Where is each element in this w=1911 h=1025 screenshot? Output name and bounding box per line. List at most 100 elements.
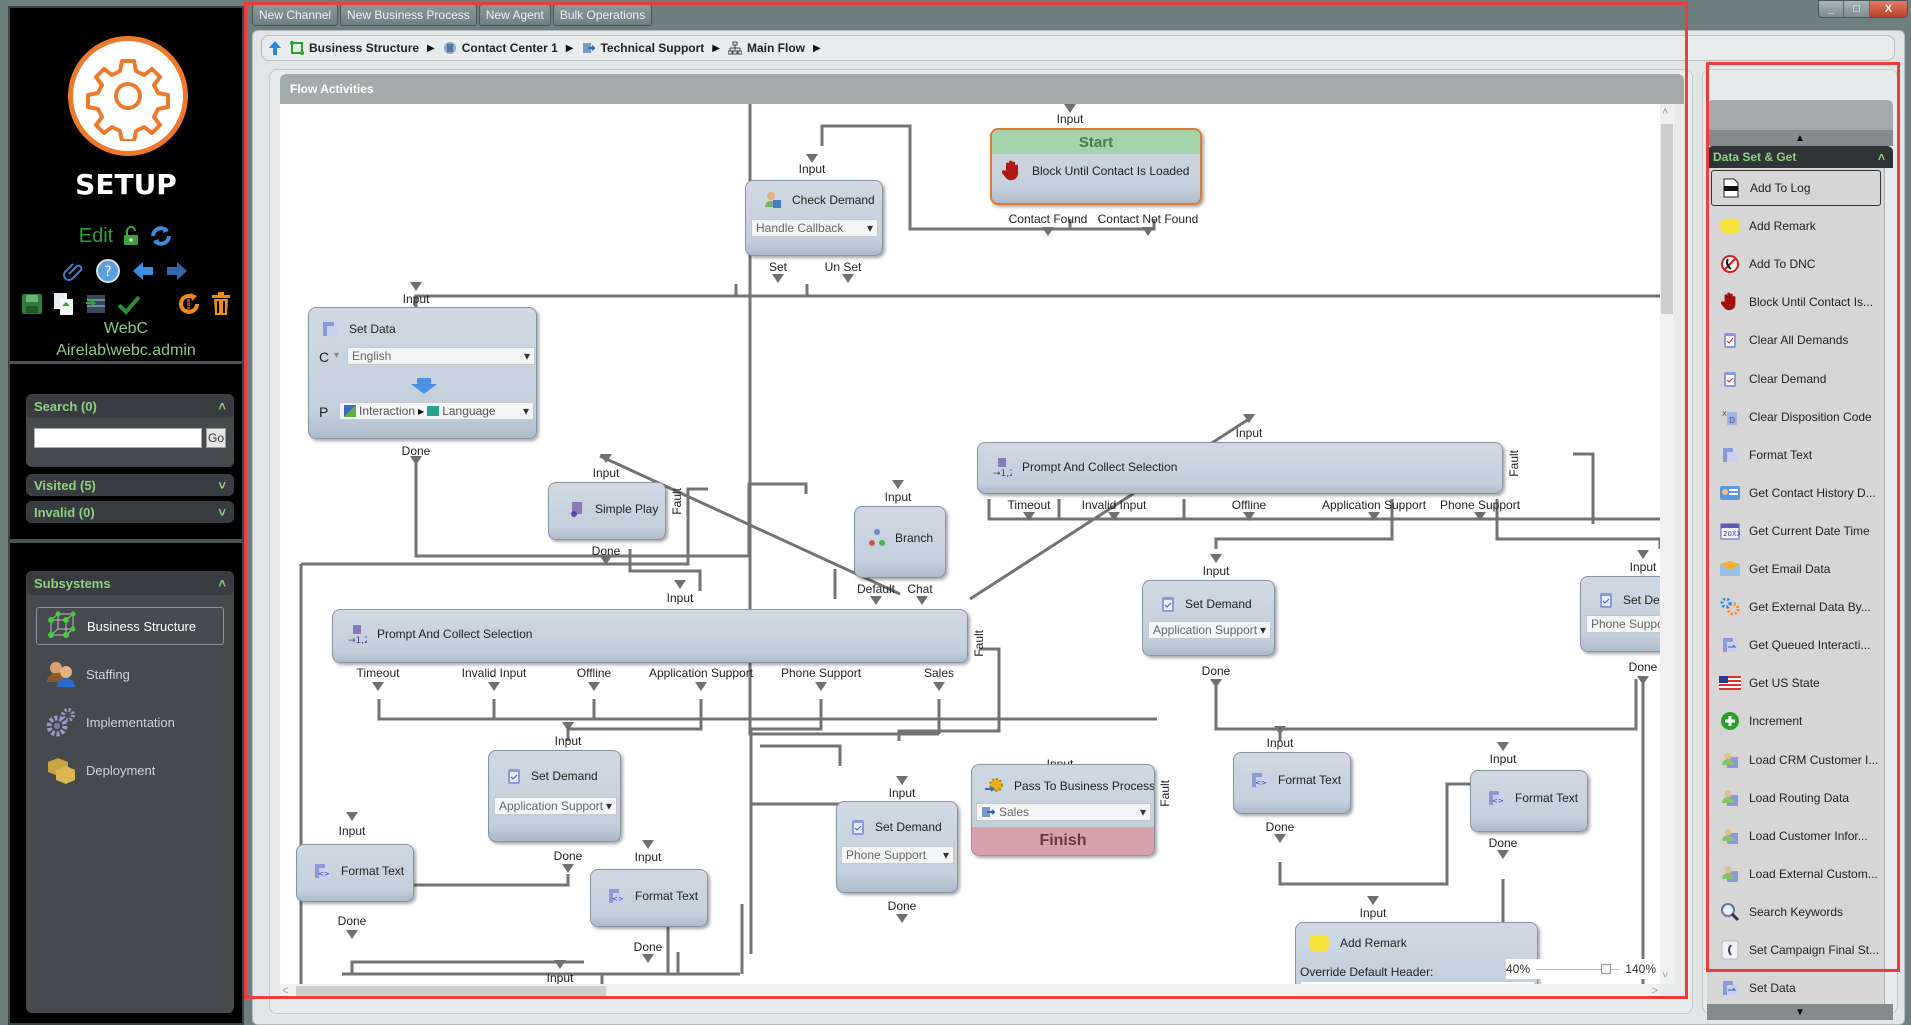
port-arrow-icon[interactable] xyxy=(1243,414,1255,423)
forward-arrow-icon[interactable] xyxy=(165,261,189,281)
subsystem-staffing[interactable]: Staffing xyxy=(36,655,224,693)
node-select[interactable]: Application Support▾ xyxy=(494,797,617,815)
toolbox-item-add-to-log[interactable]: Add To Log xyxy=(1711,170,1881,206)
port-arrow-icon[interactable] xyxy=(1064,104,1076,113)
toolbox-item-format-text[interactable]: Format Text xyxy=(1711,437,1881,473)
port-arrow-icon[interactable] xyxy=(410,282,422,291)
toolbox-item-search-keywords[interactable]: Search Keywords xyxy=(1711,894,1881,930)
port-arrow-icon[interactable] xyxy=(842,274,854,283)
toolbox-item-add-remark[interactable]: Add Remark xyxy=(1711,208,1881,244)
port-arrow-icon[interactable] xyxy=(1210,554,1222,563)
port-arrow-icon[interactable] xyxy=(1023,512,1035,521)
port-arrow-icon[interactable] xyxy=(1474,512,1486,521)
up-level-arrow-icon[interactable] xyxy=(268,40,282,56)
c-dropdown-caret-icon[interactable]: ▾ xyxy=(334,350,340,361)
simple-play-node[interactable]: Simple Play xyxy=(548,482,666,540)
toolbox-item-get-us-state[interactable]: Get US State xyxy=(1711,665,1881,701)
chevron-up-icon[interactable]: ˄ xyxy=(218,575,226,591)
toolbox-item-block-until-contact-is[interactable]: Block Until Contact Is... xyxy=(1711,284,1881,320)
port-arrow-icon[interactable] xyxy=(896,914,908,923)
format-text-node-1[interactable]: <>Format Text xyxy=(296,844,414,902)
toolbox-item-set-data[interactable]: Set Data xyxy=(1711,970,1881,1004)
scroll-left-icon[interactable]: < xyxy=(282,985,289,997)
toolbox-item-get-contact-history-d[interactable]: Get Contact History D... xyxy=(1711,475,1881,511)
database-icon[interactable] xyxy=(85,293,107,315)
horizontal-scroll-thumb[interactable] xyxy=(296,986,606,998)
toolbox-category-header[interactable]: Data Set & Get ˄ xyxy=(1707,146,1893,168)
port-arrow-icon[interactable] xyxy=(1210,679,1222,688)
breadcrumb-separator-icon[interactable]: ▶ xyxy=(812,42,821,54)
p-value-select[interactable]: Interaction▶Language▾ xyxy=(339,402,534,420)
invalid-panel-header[interactable]: Invalid (0) ˅ xyxy=(26,501,234,523)
validate-check-icon[interactable] xyxy=(117,293,141,315)
delete-trash-icon[interactable] xyxy=(211,292,231,316)
port-arrow-icon[interactable] xyxy=(1142,227,1154,236)
attachment-icon[interactable] xyxy=(63,260,85,282)
toolbox-item-increment[interactable]: Increment xyxy=(1711,703,1881,739)
port-arrow-icon[interactable] xyxy=(1243,512,1255,521)
subsystems-panel-header[interactable]: Subsystems ˄ xyxy=(26,571,234,595)
close-button[interactable]: X xyxy=(1869,1,1907,17)
port-arrow-icon[interactable] xyxy=(488,682,500,691)
check-demand-select[interactable]: Handle Callback▾ xyxy=(751,219,878,237)
scroll-right-icon[interactable]: > xyxy=(1651,985,1658,997)
port-arrow-icon[interactable] xyxy=(562,864,574,873)
reset-icon[interactable] xyxy=(177,292,201,316)
format-text-node-2[interactable]: <>Format Text xyxy=(590,869,708,927)
visited-panel-header[interactable]: Visited (5) ˅ xyxy=(26,474,234,496)
port-arrow-icon[interactable] xyxy=(410,456,422,465)
override-header-input[interactable] xyxy=(1300,981,1535,984)
toolbox-item-clear-demand[interactable]: Clear Demand xyxy=(1711,361,1881,397)
port-arrow-icon[interactable] xyxy=(1497,742,1509,751)
port-arrow-icon[interactable] xyxy=(1367,896,1379,905)
port-arrow-icon[interactable] xyxy=(346,930,358,939)
port-arrow-icon[interactable] xyxy=(870,596,882,605)
vertical-scrollbar[interactable]: ˄ ˅ xyxy=(1660,104,1674,984)
c-label[interactable]: C xyxy=(319,349,330,365)
minimize-button[interactable]: _ xyxy=(1819,1,1845,17)
toolbox-item-load-customer-infor[interactable]: Load Customer Infor... xyxy=(1711,818,1881,854)
visited-panel[interactable]: Visited (5) ˅ xyxy=(26,474,234,496)
chevron-down-icon[interactable]: ˅ xyxy=(218,477,226,493)
zoom-slider-thumb[interactable] xyxy=(1600,963,1611,974)
search-input[interactable] xyxy=(34,428,202,448)
port-arrow-icon[interactable] xyxy=(600,454,612,463)
format-text-node-4[interactable]: <>Format Text xyxy=(1470,770,1588,832)
search-go-button[interactable]: Go xyxy=(206,428,226,448)
scroll-up-icon[interactable]: ˄ xyxy=(1662,106,1669,118)
toolbox-item-clear-all-demands[interactable]: Clear All Demands xyxy=(1711,322,1881,358)
chevron-up-icon[interactable]: ˄ xyxy=(1877,150,1885,164)
chevron-up-icon[interactable]: ˄ xyxy=(218,398,226,414)
port-arrow-icon[interactable] xyxy=(600,556,612,565)
back-arrow-icon[interactable] xyxy=(131,261,155,281)
refresh-icon[interactable] xyxy=(149,224,173,248)
node-select[interactable]: Phone Support▾ xyxy=(841,846,954,864)
port-arrow-icon[interactable] xyxy=(892,480,904,489)
port-arrow-icon[interactable] xyxy=(554,960,566,969)
toolbox-item-get-email-data[interactable]: Get Email Data xyxy=(1711,551,1881,587)
vertical-scroll-thumb[interactable] xyxy=(1661,124,1673,314)
breadcrumb-item[interactable]: Contact Center 1 xyxy=(443,41,558,55)
toolbox-item-load-crm-customer-i[interactable]: Load CRM Customer I... xyxy=(1711,742,1881,778)
subsystem-business-structure[interactable]: Business Structure xyxy=(36,607,224,645)
edit-label[interactable]: Edit xyxy=(78,224,114,247)
search-panel-header[interactable]: Search (0) ˄ xyxy=(26,394,234,418)
chevron-down-icon[interactable]: ˅ xyxy=(218,504,226,520)
branch-node[interactable]: Branch xyxy=(854,506,946,578)
breadcrumb-item[interactable]: Main Flow xyxy=(727,41,805,55)
port-arrow-icon[interactable] xyxy=(896,776,908,785)
port-arrow-icon[interactable] xyxy=(1042,227,1054,236)
port-arrow-icon[interactable] xyxy=(1497,850,1509,859)
port-arrow-icon[interactable] xyxy=(1637,676,1649,685)
toolbox-item-load-external-custom[interactable]: Load External Custom... xyxy=(1711,856,1881,892)
port-arrow-icon[interactable] xyxy=(562,722,574,731)
unlock-icon[interactable] xyxy=(123,226,139,246)
